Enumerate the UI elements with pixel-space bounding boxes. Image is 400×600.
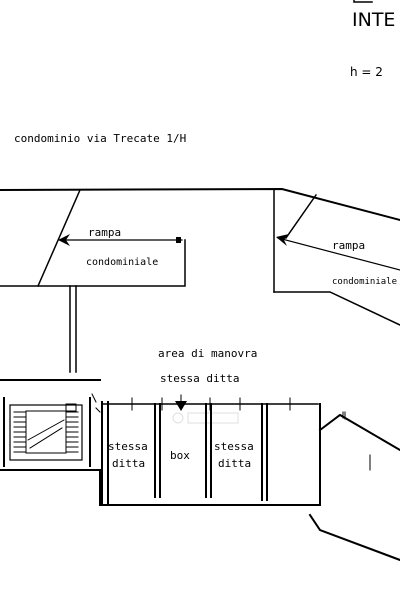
ramp-2-bottom-wall [273, 291, 400, 326]
ramp-1-arrow-head [58, 234, 70, 246]
ramp-1-label-2: condominiale [86, 257, 158, 268]
stair-door-marks [91, 393, 101, 413]
unit-right-wall [261, 403, 268, 501]
ramp-2-label-1: rampa [332, 239, 365, 252]
maneuver-label-1: area di manovra [158, 347, 257, 360]
unit-box-label: box [170, 449, 190, 462]
height-note: h = 2 [350, 65, 383, 79]
unit-left-label-2: ditta [112, 457, 145, 470]
right-wing-marks [342, 411, 371, 471]
top-wall [0, 187, 400, 222]
ramp-2-arrow-line [277, 237, 400, 271]
stair-treads [13, 411, 79, 453]
ramp-1-arrow-tail [176, 237, 181, 243]
bottom-wall [0, 403, 321, 506]
unit-stessa-ditta-right: stessa ditta [214, 440, 254, 470]
unit-left-label-1: stessa [108, 440, 148, 453]
unit-partitions [154, 403, 212, 498]
unit-stessa-ditta-left: stessa ditta [108, 440, 148, 470]
stair-flight [27, 419, 65, 449]
address-label: condominio via Trecate 1/H [14, 132, 186, 145]
unit-right-label-1: stessa [214, 440, 254, 453]
stair-door [65, 403, 77, 412]
column [69, 285, 77, 373]
ramp-1-bottom-wall [0, 239, 186, 287]
ramp-2: rampa condominiale [276, 193, 400, 287]
right-wing [308, 413, 400, 562]
unit-right-label-2: ditta [218, 457, 251, 470]
header-cut-stroke [353, 0, 373, 3]
ramp-1: rampa condominiale [37, 189, 183, 287]
stair-core [3, 393, 101, 467]
outer-walls [0, 187, 400, 562]
sheet-title: INTE [352, 9, 395, 31]
header: INTE h = 2 [350, 0, 395, 79]
stair-walls [3, 397, 91, 467]
unit-left-wall [101, 401, 109, 506]
stair-enclosure [9, 404, 83, 461]
ramp-2-arrow-head [276, 234, 289, 246]
ramp-1-label-1: rampa [88, 226, 121, 239]
ramp-1-slope-line [37, 189, 81, 287]
ramp-2-slope-line [284, 193, 318, 240]
maneuver-area: area di manovra stessa ditta [158, 347, 346, 420]
parking-row: stessa ditta box stessa ditta [101, 397, 319, 506]
ramp-2-label-2: condominiale [332, 277, 397, 287]
watermark [172, 412, 239, 424]
maneuver-label-2: stessa ditta [160, 372, 239, 385]
unit-box: box [170, 449, 190, 462]
